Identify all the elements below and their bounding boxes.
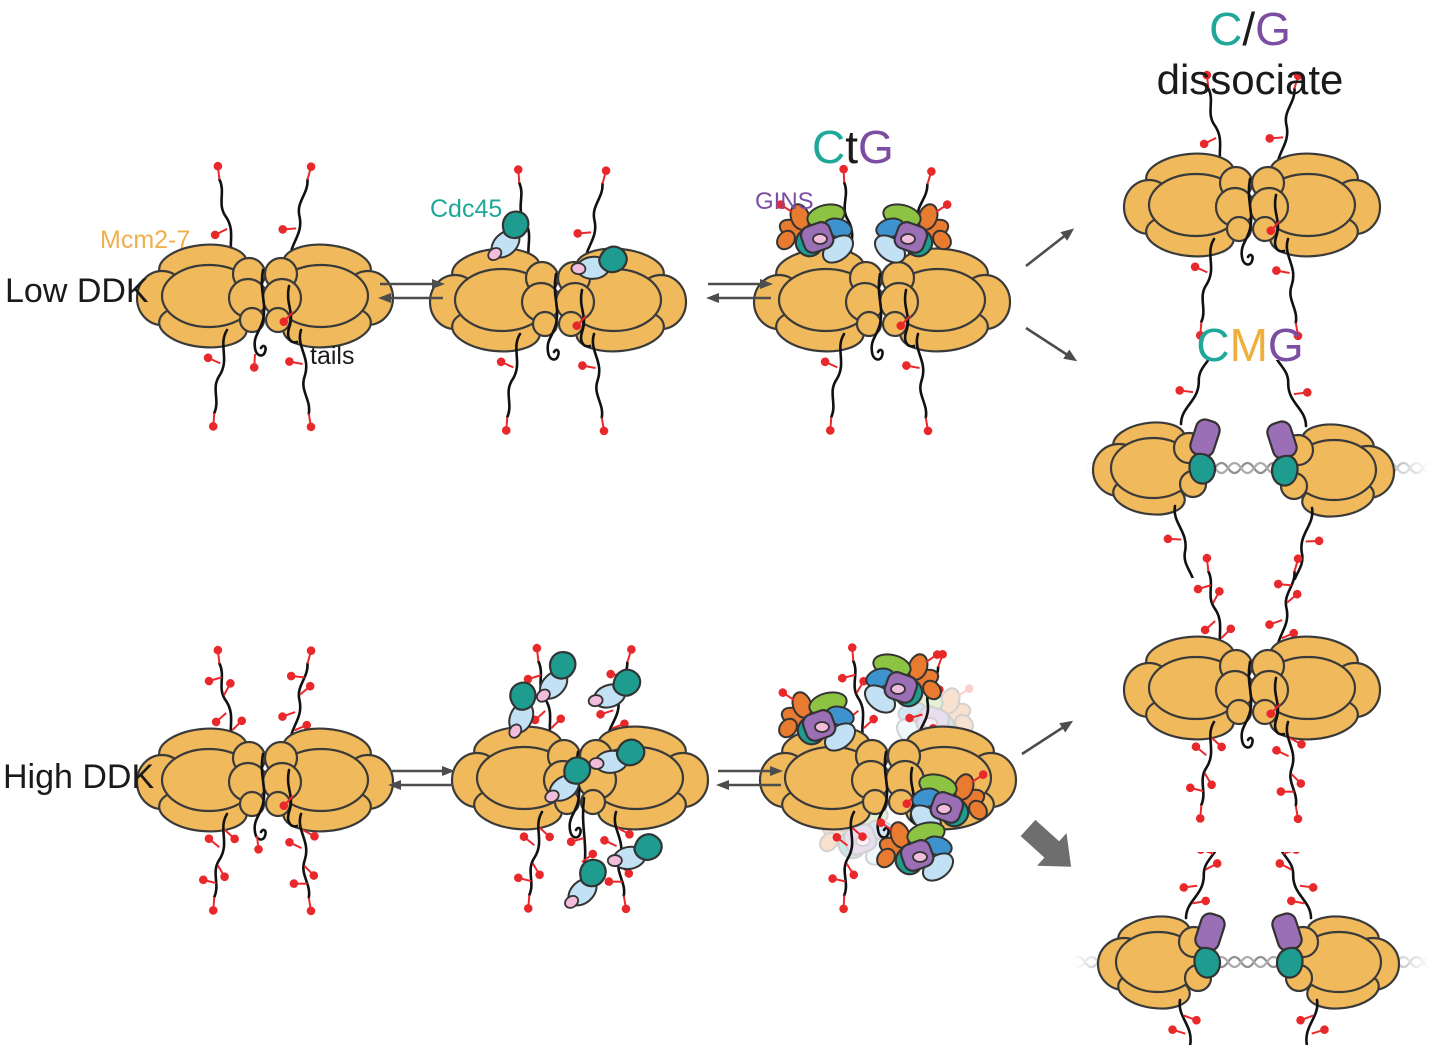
mcm-double-hexamer-product-high xyxy=(1122,528,1382,848)
outcome-arrow-dissociate xyxy=(1018,714,1078,760)
equilibrium-arrows xyxy=(388,766,457,792)
tails-label: tails xyxy=(310,342,355,370)
mcm2-7-body xyxy=(1122,148,1382,262)
cg-slash: / xyxy=(1242,3,1256,55)
dissociate-word: dissociate xyxy=(1156,56,1344,103)
cdc45-label: Cdc45 xyxy=(430,195,503,223)
equilibrium-arrows xyxy=(716,766,785,792)
gins-label: GINS xyxy=(755,188,814,215)
cg-c: C xyxy=(1209,3,1243,55)
low-ddk-label: Low DDK xyxy=(5,272,149,310)
mcm2-7-label: Mcm2-7 xyxy=(100,226,191,254)
cmg-g: G xyxy=(1267,319,1304,371)
cdc45-unit xyxy=(602,822,666,884)
cmg-body xyxy=(1263,418,1396,522)
cmg-body xyxy=(1268,910,1401,1014)
equilibrium-arrows xyxy=(706,279,775,305)
mcm2-7-body xyxy=(428,243,688,357)
ctg-g: G xyxy=(858,121,894,173)
cmg-c: C xyxy=(1196,319,1230,371)
cg-dissociate-title: C/G dissociate xyxy=(1120,2,1380,104)
cmg-m: M xyxy=(1229,319,1268,371)
ctg-t: t xyxy=(845,121,859,173)
cdc45-unit xyxy=(553,855,615,915)
ctg-c: C xyxy=(812,121,846,173)
cmg-body xyxy=(1096,910,1229,1014)
equilibrium-arrows xyxy=(378,279,447,305)
high-ddk-label: High DDK xyxy=(3,758,155,796)
cmg-helicase-right-high xyxy=(1225,852,1401,1045)
mcm2-7-body xyxy=(135,723,395,837)
cg-line: C/G xyxy=(1120,2,1380,56)
cg-g: G xyxy=(1255,3,1291,55)
mcm2-7-body xyxy=(752,243,1012,357)
mcm-double-hexamer-product-low xyxy=(1122,65,1382,345)
cmg-title: CMG xyxy=(1170,318,1330,372)
phospho-dot xyxy=(245,353,265,375)
outcome-arrow-dissociate xyxy=(1022,222,1079,272)
mcm2-7-body xyxy=(135,239,395,353)
mcm-double-hexamer-cdc45-high xyxy=(450,618,710,938)
cmg-body xyxy=(1091,416,1224,520)
mcm-double-hexamer-high xyxy=(135,620,395,940)
mcm2-7-body xyxy=(1122,631,1382,745)
mcm-double-hexamer-low xyxy=(135,156,395,436)
ctg-title: CtG xyxy=(812,120,894,174)
